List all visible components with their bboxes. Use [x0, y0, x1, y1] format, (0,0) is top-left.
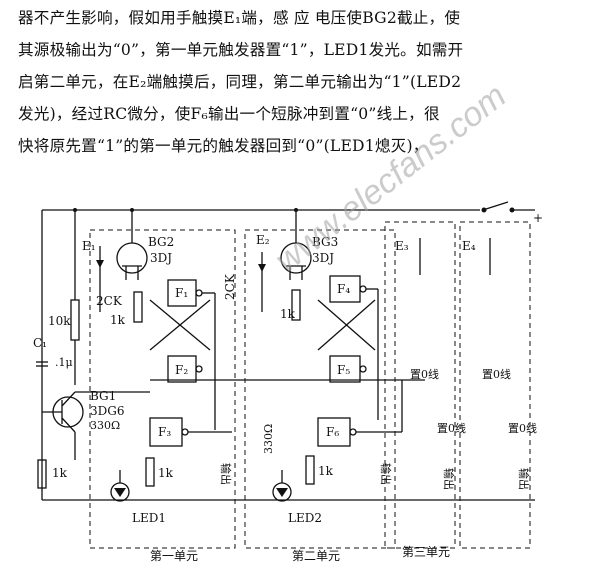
zero-line-label-1: 置0线 — [410, 367, 439, 381]
led2-label: LED2 — [288, 511, 322, 525]
paragraph-line: 启第二单元，在E₂端触摸后，同理，第二单元输出为“1”(LED2 — [18, 73, 462, 91]
resistor-330-label: 330Ω — [90, 419, 120, 432]
unit1-box — [89, 229, 236, 549]
resistor-10k — [70, 299, 80, 341]
unit1-output-label: 输出 — [219, 463, 233, 485]
resistor-1k-unit2 — [291, 289, 301, 321]
paragraph-line: 器不产生影响，假如用手触摸E₁端，感 应 电压使BG2截止，使 — [18, 9, 461, 27]
resistor-1k-unit1 — [133, 291, 143, 323]
e3-touch-label: E₃ — [395, 239, 409, 253]
unit3-caption: 第三单元 — [402, 545, 450, 559]
plus-terminal-label: + — [533, 211, 543, 225]
bg2-label: BG2 — [148, 235, 174, 249]
zero-line-label-4: 置0线 — [508, 421, 537, 435]
unit3-unit4-circuit: E₃ E₄ 置0线 置0线 置0线 置0线 输出 输出 — [395, 238, 537, 490]
unit1-caption: 第一单元 — [150, 549, 198, 563]
resistor-330b-label: 330Ω — [262, 424, 275, 454]
unit2-box — [244, 229, 396, 549]
bg2-transistor — [116, 242, 148, 274]
diode-2ck-label: 2CK — [96, 294, 123, 308]
resistor-1k-f6 — [305, 455, 315, 485]
unit4-output-label: 输出 — [517, 468, 531, 490]
resistor-1k-f3 — [145, 457, 155, 487]
zero-line-label-3: 置0线 — [437, 421, 466, 435]
capacitor-c1-value: .1μ — [55, 356, 73, 369]
resistor-1k-f6-label: 1k — [318, 464, 334, 478]
unit3-output-label: 输出 — [442, 468, 456, 490]
unit1-circuit: BG2 3DJ E₁ 2CK 1k F₁ F₂ BG1 3DG6 330Ω F₃… — [82, 210, 233, 525]
gate-f6-label: F₆ — [326, 425, 339, 439]
gate-f4-label: F₄ — [337, 282, 350, 296]
led1-label: LED1 — [132, 511, 166, 525]
gate-f1-label: F₁ — [175, 286, 188, 300]
gate-f5-label: F₅ — [337, 363, 350, 377]
unit2-output-label: 输出 — [379, 463, 393, 485]
bg1-type-label: 3DG6 — [90, 404, 124, 418]
supply-rail: + — [41, 201, 543, 501]
description-paragraph: 器不产生影响，假如用手触摸E₁端，感 应 电压使BG2截止，使 其源极输出为“0… — [18, 2, 583, 162]
resistor-1k-f3-label: 1k — [158, 466, 174, 480]
resistor-1k-left-label: 1k — [52, 466, 68, 480]
unit4-box — [459, 221, 531, 549]
unit2-circuit: BG3 3DJ E₂ 2CK 1k F₄ F₅ F₆ 330Ω 1k LED2 … — [223, 210, 403, 525]
left-column: 10k C₁ .1μ 1k — [33, 210, 150, 489]
paragraph-line: 发光)，经过RC微分，使F₆输出一个短脉冲到置“0”线上，很 — [18, 105, 440, 123]
e1-touch-label: E₁ — [82, 239, 96, 253]
resistor-1k-unit2-label: 1k — [280, 307, 296, 321]
diode-2ck-b-label: 2CK — [223, 273, 237, 300]
e4-touch-label: E₄ — [462, 239, 476, 253]
zero-line-label-2: 置0线 — [482, 367, 511, 381]
bg2-type-label: 3DJ — [150, 251, 172, 265]
gate-f2-label: F₂ — [175, 363, 188, 377]
paragraph-line: 其源极输出为“0”，第一单元触发器置“1”，LED1发光。如需开 — [18, 41, 464, 59]
bg3-type-label: 3DJ — [312, 251, 334, 265]
resistor-1k-left — [37, 459, 47, 489]
bg3-label: BG3 — [312, 235, 338, 249]
gate-f3-label: F₃ — [158, 425, 171, 439]
resistor-1k-unit1-label: 1k — [110, 313, 126, 327]
unit2-caption: 第二单元 — [292, 549, 340, 563]
bg1-label: BG1 — [90, 389, 116, 403]
capacitor-c1-label: C₁ — [33, 336, 47, 350]
e2-touch-label: E₂ — [256, 233, 270, 247]
resistor-10k-label: 10k — [48, 314, 71, 328]
paragraph-line: 快将原先置“1”的第一单元的触发器回到“0”(LED1熄灭)， — [18, 137, 429, 155]
